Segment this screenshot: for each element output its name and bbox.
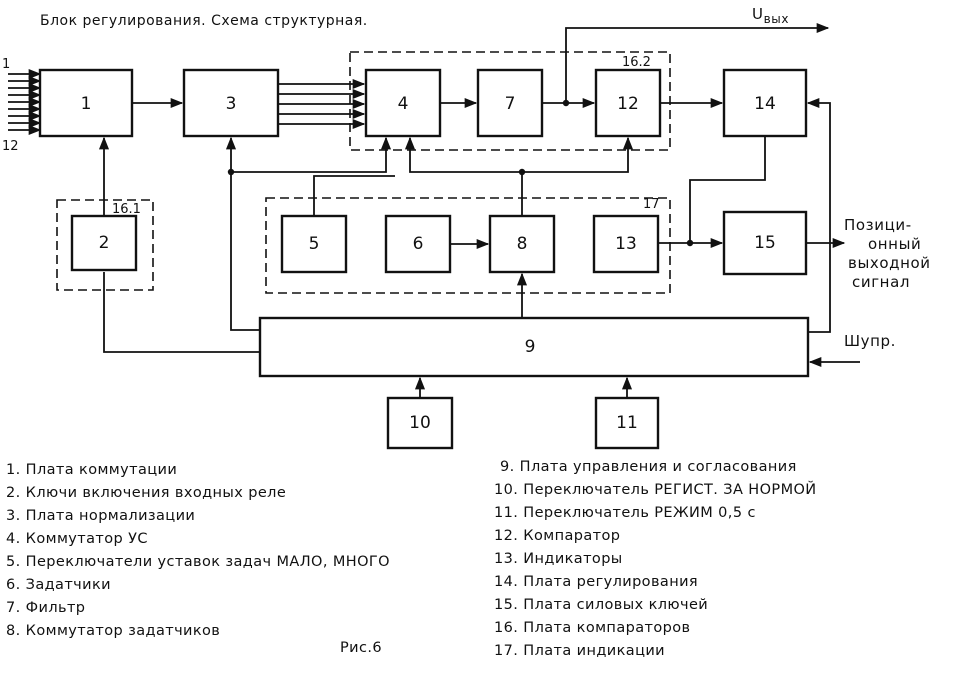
legend-item: 6. Задатчики xyxy=(6,577,111,593)
connections xyxy=(98,22,860,398)
block-5 xyxy=(280,214,348,274)
block-12-label: 12 xyxy=(617,94,639,114)
legend-right: 9. Плата управления и согласования 10. П… xyxy=(494,459,817,659)
position-signal-line-3: выходной xyxy=(848,254,931,272)
group-frame-17 xyxy=(265,197,671,294)
legend-item: 10. Переключатель РЕГИСТ. ЗА НОРМОЙ xyxy=(494,480,817,498)
block-8 xyxy=(488,214,556,274)
legend-item: 14. Плата регулирования xyxy=(494,574,698,590)
legend-item: 7. Фильтр xyxy=(6,600,85,616)
block-7 xyxy=(476,68,544,138)
legend-item: 11. Переключатель РЕЖИМ 0,5 с xyxy=(494,505,756,521)
block-13 xyxy=(592,214,660,274)
legend-item: 4. Коммутатор УС xyxy=(6,531,148,547)
block-9 xyxy=(258,316,810,378)
block-15 xyxy=(722,210,808,276)
input-bundle xyxy=(8,68,42,136)
block-8-label: 8 xyxy=(517,234,528,254)
group-frame-16-1 xyxy=(56,199,154,291)
legend-item: 13. Индикаторы xyxy=(494,551,623,567)
input-label-bottom: 12 xyxy=(2,139,19,154)
legend-item: 8. Коммутатор задатчиков xyxy=(6,623,220,639)
legend-item: 12. Компаратор xyxy=(494,528,620,544)
block-1-label: 1 xyxy=(81,94,92,114)
legend-item: 9. Плата управления и согласования xyxy=(500,459,797,475)
block-14-label: 14 xyxy=(754,94,776,114)
block-13-label: 13 xyxy=(615,234,637,254)
input-label-top: 1 xyxy=(2,57,10,72)
legend-left: 1. Плата коммутации 2. Ключи включения в… xyxy=(6,462,390,639)
block-14 xyxy=(722,68,808,138)
legend-item: 1. Плата коммутации xyxy=(6,462,177,478)
position-signal-line-1: Позици- xyxy=(844,216,912,234)
block-9-label: 9 xyxy=(525,337,536,357)
block-2 xyxy=(70,214,138,272)
legend-item: 5. Переключатели уставок задач МАЛО, МНО… xyxy=(6,554,390,570)
position-signal-line-2: онный xyxy=(868,235,921,253)
group-label-17: 17 xyxy=(643,197,660,212)
block-3 xyxy=(182,68,280,138)
figure-caption: Рис.6 xyxy=(340,640,382,656)
group-frame-16-2 xyxy=(349,51,671,151)
block-5-label: 5 xyxy=(309,234,320,254)
block-10-label: 10 xyxy=(409,413,431,433)
group-label-16-1: 16.1 xyxy=(112,202,141,217)
legend-item: 15. Плата силовых ключей xyxy=(494,597,708,613)
block-12 xyxy=(594,68,662,138)
block-2-label: 2 xyxy=(99,233,110,253)
legend-item: 2. Ключи включения входных реле xyxy=(6,485,286,501)
block-6-label: 6 xyxy=(413,234,424,254)
legend-item: 17. Плата индикации xyxy=(494,643,665,659)
legend-item: 3. Плата нормализации xyxy=(6,508,195,524)
position-signal-line-4: сигнал xyxy=(852,273,910,291)
block-1 xyxy=(38,68,134,138)
block-11-label: 11 xyxy=(616,413,638,433)
group-label-16-2: 16.2 xyxy=(622,55,651,70)
output-voltage-label: Uвых xyxy=(752,5,789,26)
block-3-label: 3 xyxy=(226,94,237,114)
block-15-label: 15 xyxy=(754,233,776,253)
diagram-title: Блок регулирования. Схема структурная. xyxy=(40,13,368,29)
block-7-label: 7 xyxy=(505,94,516,114)
control-signal-label: Шупр. xyxy=(844,332,896,350)
legend-item: 16. Плата компараторов xyxy=(494,620,690,636)
block-4-label: 4 xyxy=(398,94,409,114)
